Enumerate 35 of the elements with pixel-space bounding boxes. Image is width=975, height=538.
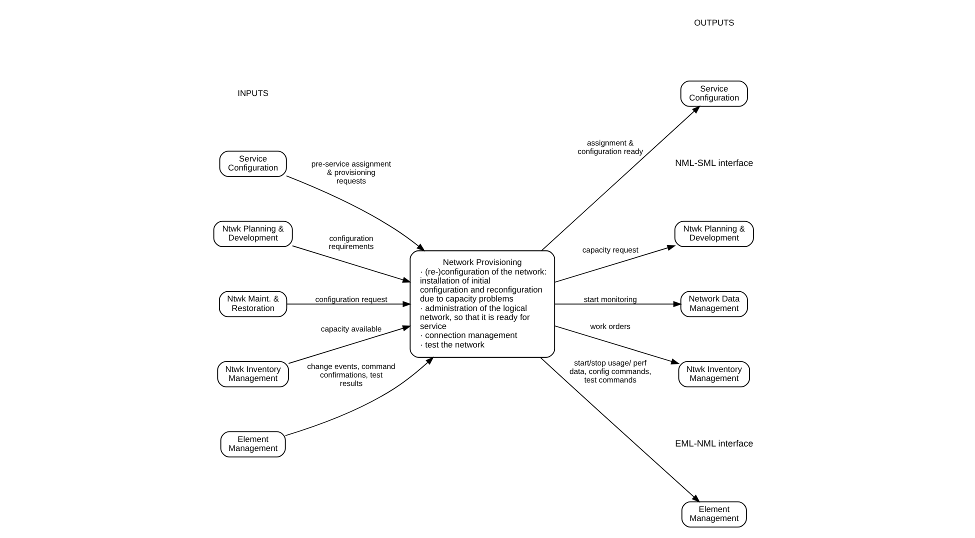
edge-label: change events, command confirmations, test results xyxy=(306,362,395,388)
node-box: Ntwk Planning & Development xyxy=(674,220,754,248)
edge-label: configuration requirements xyxy=(328,234,374,252)
edge-label: pre-service assignment & provisioning requests xyxy=(310,159,391,186)
arrow xyxy=(540,357,700,503)
label: EML-NML interface xyxy=(674,438,753,449)
node-box: Element Management xyxy=(680,501,746,528)
arrow xyxy=(554,325,680,364)
edge-label: work orders xyxy=(590,322,630,332)
node-box: Service Configuration xyxy=(680,80,748,107)
edge-label: configuration request xyxy=(314,294,387,304)
node-box: Ntwk Inventory Management xyxy=(678,361,750,388)
label: INPUTS xyxy=(237,88,268,98)
node-box: Network Provisioning · (re-)configuration of the network: installation of initial configuration and reconfiguration due to capacity problems · administration of the logical network, so that it is ready for service · connection management · test the network xyxy=(409,250,555,358)
edge-label: start/stop usage/ perf data, config commands, test commands xyxy=(568,358,651,384)
node-box: Ntwk Planning & Development xyxy=(212,220,292,248)
edge-label: capacity available xyxy=(320,324,382,334)
arrow xyxy=(286,175,425,252)
node-box: Service Configuration xyxy=(218,150,286,177)
label: NML-SML interface xyxy=(674,158,753,168)
edge-label: capacity request xyxy=(582,246,638,255)
arrow xyxy=(554,301,682,308)
node-box: Element Management xyxy=(220,431,286,458)
node-box: Ntwk Inventory Management xyxy=(216,361,288,388)
edge-label: start monitoring xyxy=(583,294,636,304)
label: OUTPUTS xyxy=(694,18,734,28)
arrow xyxy=(286,301,411,308)
arrow xyxy=(288,325,411,364)
arrow xyxy=(554,244,676,283)
arrow xyxy=(540,106,700,252)
node-box: Ntwk Maint. & Restoration xyxy=(218,290,287,318)
arrow xyxy=(292,245,411,283)
edge-label: assignment & configuration ready xyxy=(577,138,643,156)
node-box: Network Data Management xyxy=(680,290,748,318)
arrow xyxy=(284,356,434,436)
